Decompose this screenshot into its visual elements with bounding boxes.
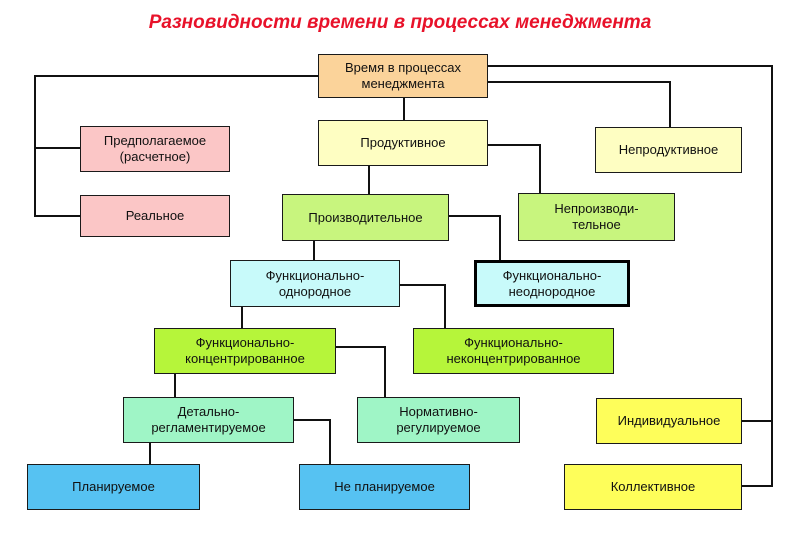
node-predpolagaemoe: Предполагаемое (расчетное) [80,126,230,172]
node-funk-odnorodnoe-label: Функционально- однородное [265,267,365,299]
node-planiruemoe-label: Планируемое [72,479,155,494]
node-proizvoditelnoe-label: Производительное [308,209,423,225]
node-funk-neodnorodnoe-label: Функционально- неоднородное [502,267,602,299]
node-neproduktivnoe-label: Непродуктивное [618,142,719,157]
node-produktivnoe: Продуктивное [318,120,488,166]
node-proizvoditelnoe: Производительное [282,194,449,241]
node-normativno: Нормативно- регулируемое [357,397,520,443]
node-individualnoe-label: Индивидуальное [617,413,721,428]
node-kollektivnoe: Коллективное [564,464,742,510]
node-funk-konc-label: Функционально- концентрированное [185,335,305,366]
node-detalno-label: Детально- регламентируемое [151,404,266,435]
node-planiruemoe: Планируемое [27,464,200,510]
node-funk-konc: Функционально- концентрированное [154,328,336,374]
node-individualnoe: Индивидуальное [596,398,742,444]
node-neproduktivnoe: Непродуктивное [595,127,742,173]
node-funk-nekonc: Функционально- неконцентрированное [413,328,614,374]
node-neproizvoditelnoe-label: Непроизводи- тельное [554,201,639,232]
node-produktivnoe-label: Продуктивное [360,135,446,150]
node-realnoe-label: Реальное [125,208,185,223]
node-normativno-label: Нормативно- регулируемое [396,404,481,435]
node-funk-odnorodnoe: Функционально- однородное [230,260,400,307]
node-ne-planiruemoe-label: Не планируемое [334,479,435,494]
node-ne-planiruemoe: Не планируемое [299,464,470,510]
node-kollektivnoe-label: Коллективное [610,479,696,494]
node-detalno: Детально- регламентируемое [123,397,294,443]
node-funk-nekonc-label: Функционально- неконцентрированное [446,335,581,366]
diagram-title: Разновидности времени в процессах менедж… [148,12,652,33]
node-realnoe: Реальное [80,195,230,237]
node-root: Время в процессах менеджмента [318,54,488,98]
node-neproizvoditelnoe: Непроизводи- тельное [518,193,675,241]
node-predpolagaemoe-label: Предполагаемое (расчетное) [103,133,207,164]
node-root-label: Время в процессах менеджмента [345,60,461,91]
node-funk-neodnorodnoe: Функционально- неоднородное [474,260,630,307]
